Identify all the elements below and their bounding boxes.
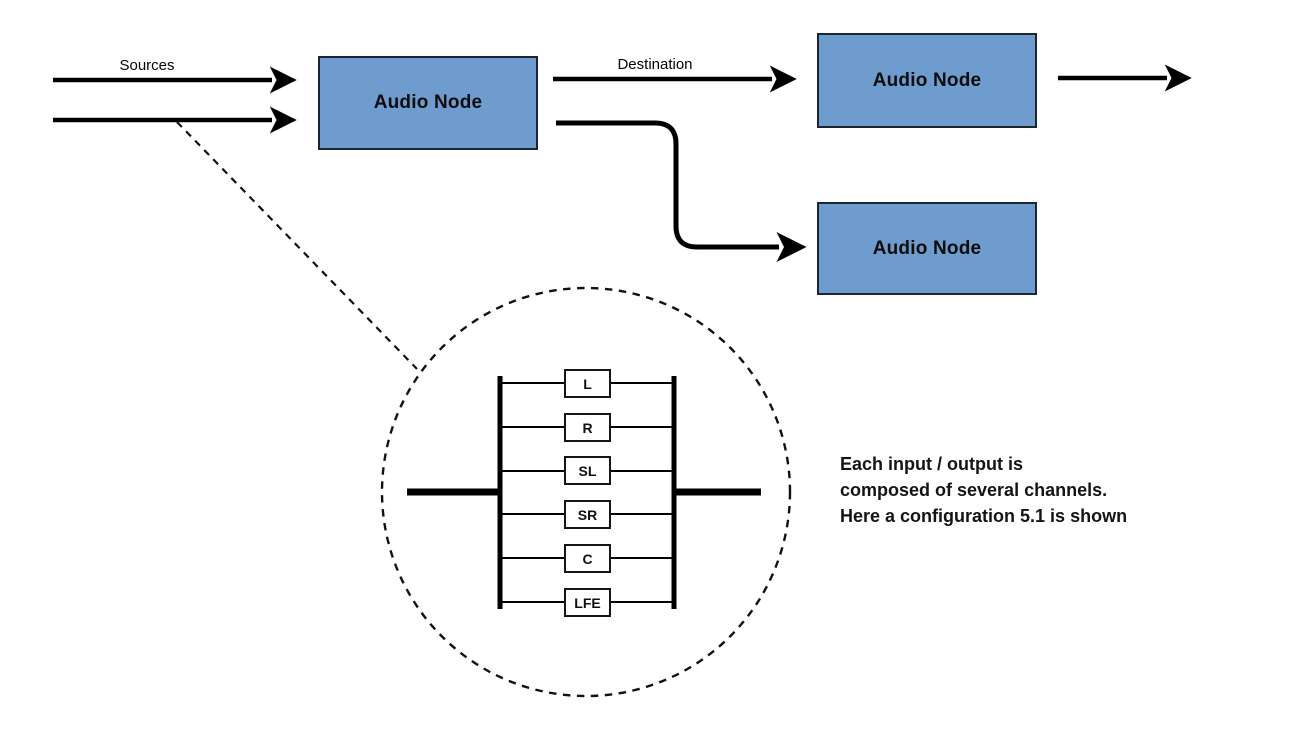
caption-line-3: Here a configuration 5.1 is shown <box>840 506 1128 526</box>
audio-node-1-label: Audio Node <box>373 92 483 113</box>
channel-box-lfe: LFE <box>564 588 611 617</box>
channel-box-sl: SL <box>564 456 611 485</box>
elbow-connector-arrow <box>556 120 807 262</box>
channel-box-r: R <box>564 413 611 442</box>
audio-node-2: Audio Node <box>817 33 1037 128</box>
audio-node-1: Audio Node <box>318 56 538 150</box>
caption-line-2: composed of several channels. <box>840 480 1108 500</box>
magnifier-dashed-circle <box>380 286 792 698</box>
channel-box-c: C <box>564 544 611 573</box>
audio-node-2-label: Audio Node <box>872 69 982 91</box>
callout-dashed-line <box>176 121 418 370</box>
channel-box-sr: SR <box>564 500 611 529</box>
caption-line-1: Each input / output is <box>840 454 1023 474</box>
audio-node-3-label: Audio Node <box>872 237 982 259</box>
audio-node-3: Audio Node <box>817 202 1037 295</box>
caption-text: Each input / output is composed of sever… <box>840 451 1127 529</box>
sources-label: Sources <box>119 57 175 74</box>
channel-box-l: L <box>564 369 611 398</box>
destination-label: Destination <box>617 56 693 73</box>
